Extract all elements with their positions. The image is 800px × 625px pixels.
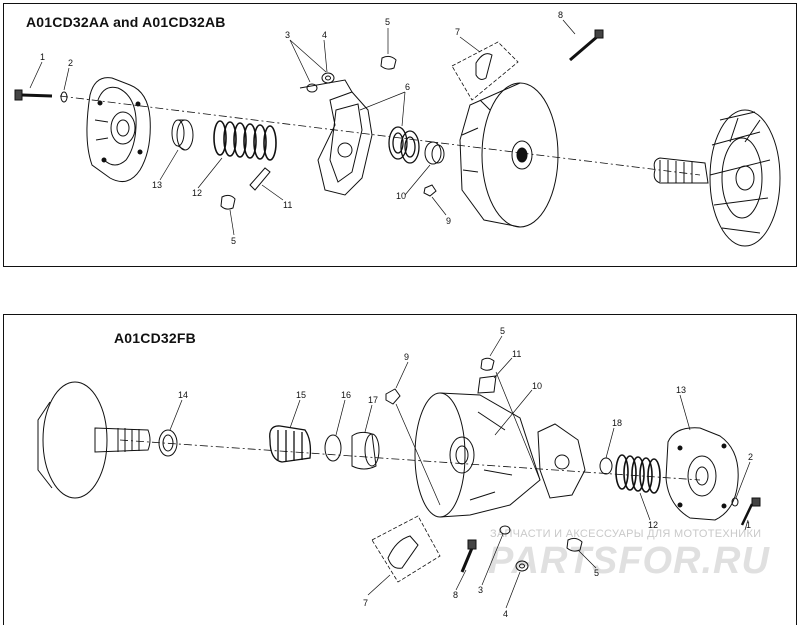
callout-13-bottom: 13 bbox=[676, 385, 686, 395]
callout-8-bottom: 8 bbox=[453, 590, 458, 600]
top-center-axis bbox=[59, 95, 701, 176]
callout-16-bottom: 16 bbox=[341, 390, 351, 400]
washer-part bbox=[60, 91, 68, 103]
callout-8-top: 8 bbox=[558, 10, 563, 20]
callout-6-top: 6 bbox=[405, 82, 410, 92]
callout-5a-top: 5 bbox=[385, 17, 390, 27]
pin-part bbox=[249, 167, 271, 191]
fixed-sheave-bottom-part bbox=[37, 381, 151, 499]
callout-13-top: 13 bbox=[152, 180, 162, 190]
watermark-tagline: ЗАПЧАСТИ И АКСЕССУАРЫ ДЛЯ МОТОТЕХНИКИ bbox=[490, 528, 762, 540]
callout-4-bottom: 4 bbox=[503, 609, 508, 619]
bolt-part bbox=[14, 89, 53, 101]
cover-plate-bottom-part bbox=[665, 427, 739, 521]
movable-sheave-bottom-part bbox=[414, 392, 541, 518]
nut-washer-part bbox=[306, 72, 335, 93]
long-bolt-bottom-part bbox=[460, 539, 477, 573]
spring-bottom-part bbox=[615, 454, 661, 494]
sleeve-part bbox=[351, 431, 380, 470]
callout-4-top: 4 bbox=[322, 30, 327, 40]
bushing-part bbox=[424, 141, 445, 165]
callout-1-bottom: 1 bbox=[746, 520, 751, 530]
callout-2-top: 2 bbox=[68, 58, 73, 68]
callout-9-bottom: 9 bbox=[404, 352, 409, 362]
o-ring-part bbox=[324, 434, 342, 462]
bottom-center-axis bbox=[119, 439, 701, 481]
callout-10-bottom: 10 bbox=[532, 381, 542, 391]
washer-bottom-part bbox=[731, 497, 739, 507]
nut-part bbox=[423, 184, 437, 197]
bottom-panel-title: A01CD32FB bbox=[114, 330, 196, 346]
cover-plate-part bbox=[86, 77, 151, 183]
roller-upper-part bbox=[380, 55, 397, 70]
roller-top-part bbox=[480, 357, 495, 371]
bracket-part bbox=[451, 41, 519, 101]
bolt-bottom-part bbox=[740, 497, 761, 526]
washer-18-part bbox=[599, 457, 613, 475]
callout-5b-top: 5 bbox=[231, 236, 236, 246]
callout-1-top: 1 bbox=[40, 52, 45, 62]
callout-9-top: 9 bbox=[446, 216, 451, 226]
long-bolt-part bbox=[569, 29, 604, 62]
callout-12-bottom: 12 bbox=[648, 520, 658, 530]
fixed-sheave-part bbox=[653, 109, 781, 247]
nut-washer-bottom-part bbox=[499, 525, 529, 572]
spider-part bbox=[299, 79, 373, 196]
bushing-ring-part bbox=[171, 119, 194, 151]
spring-part bbox=[213, 120, 277, 161]
callout-10-top: 10 bbox=[396, 191, 406, 201]
roller-bottom-part bbox=[566, 537, 583, 552]
top-panel-title: A01CD32AA and A01CD32AB bbox=[26, 14, 226, 30]
callout-12-top: 12 bbox=[192, 188, 202, 198]
callout-11-bottom: 11 bbox=[512, 349, 521, 359]
watermark-logo: PARTSFOR.RU bbox=[488, 540, 770, 582]
callout-7-bottom: 7 bbox=[363, 598, 368, 608]
callout-11-top: 11 bbox=[283, 200, 292, 210]
callout-18-bottom: 18 bbox=[612, 418, 622, 428]
callout-15-bottom: 15 bbox=[296, 390, 306, 400]
callout-5b-bottom: 5 bbox=[594, 568, 599, 578]
callout-5a-bottom: 5 bbox=[500, 326, 505, 336]
movable-sheave-part bbox=[459, 82, 559, 228]
callout-2-bottom: 2 bbox=[748, 452, 753, 462]
spider-bottom-part bbox=[537, 423, 586, 499]
bearing-part bbox=[388, 126, 420, 164]
callout-7-top: 7 bbox=[455, 27, 460, 37]
roller-bearing-part bbox=[269, 425, 312, 463]
callout-17-bottom: 17 bbox=[368, 395, 378, 405]
thrust-washer-part bbox=[158, 429, 178, 457]
callout-3-top: 3 bbox=[285, 30, 290, 40]
nut-bottom-part bbox=[385, 388, 401, 405]
roller-lower-part bbox=[220, 194, 236, 210]
bracket-bottom-part bbox=[371, 515, 441, 583]
callout-14-bottom: 14 bbox=[178, 390, 188, 400]
bottom-diagram-panel: A01CD32FB bbox=[3, 314, 797, 625]
callout-3-bottom: 3 bbox=[478, 585, 483, 595]
pin-top-part bbox=[477, 375, 497, 394]
